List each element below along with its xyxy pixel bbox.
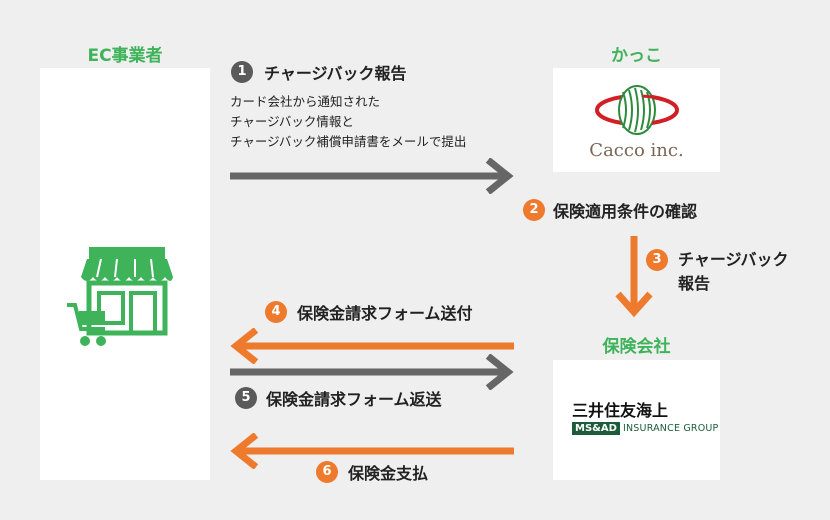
step-4-number: 4 — [265, 301, 287, 323]
step-1-desc-line: カード会社から通知された — [230, 94, 381, 109]
step-1-desc-line: チャージバック情報と — [230, 114, 354, 129]
insurer-panel: 三井住友海上 MS&AD INSURANCE GROUP — [553, 360, 720, 480]
step-1-description: カード会社から通知された チャージバック情報と チャージバック補償申請書をメール… — [230, 92, 466, 152]
step-6-number: 6 — [316, 461, 338, 483]
step-1-arrow — [230, 158, 514, 194]
step-5-label: 保険金請求フォーム返送 — [266, 390, 442, 409]
cacco-panel: Cacco inc. — [553, 68, 720, 172]
step-5-number: 5 — [235, 387, 257, 409]
cacco-logo-text: Cacco inc. — [589, 140, 684, 161]
step-5-arrow — [230, 354, 514, 390]
step-6-arrow — [230, 433, 514, 469]
step-3-label-line: 報告 — [678, 274, 711, 293]
cacco-logo-icon — [595, 85, 679, 135]
step-1-desc-line: チャージバック補償申請書をメールで提出 — [230, 134, 467, 149]
step-3-label-line: チャージバック — [678, 250, 789, 269]
cacco-title: かっこ — [611, 46, 662, 66]
shop-icon — [67, 247, 173, 346]
step-3-number: 3 — [646, 249, 668, 271]
insurer-logo-badge: MS&AD — [572, 422, 620, 435]
step-4-label: 保険金請求フォーム送付 — [297, 304, 473, 323]
step-3-arrow — [615, 236, 653, 318]
step-1-label: チャージバック報告 — [264, 64, 407, 83]
ec-panel — [40, 68, 210, 480]
insurer-logo-sub: INSURANCE GROUP — [623, 423, 719, 434]
step-4-arrow — [230, 328, 514, 364]
ec-title: EC事業者 — [87, 46, 163, 66]
step-2-label: 保険適用条件の確認 — [553, 202, 698, 221]
insurer-title: 保険会社 — [602, 337, 671, 357]
step-6-label: 保険金支払 — [348, 464, 429, 483]
step-3-label: チャージバック 報告 — [678, 248, 789, 296]
step-2-number: 2 — [523, 199, 545, 221]
step-1-number: 1 — [231, 61, 253, 83]
insurer-logo-main: 三井住友海上 — [572, 401, 669, 420]
